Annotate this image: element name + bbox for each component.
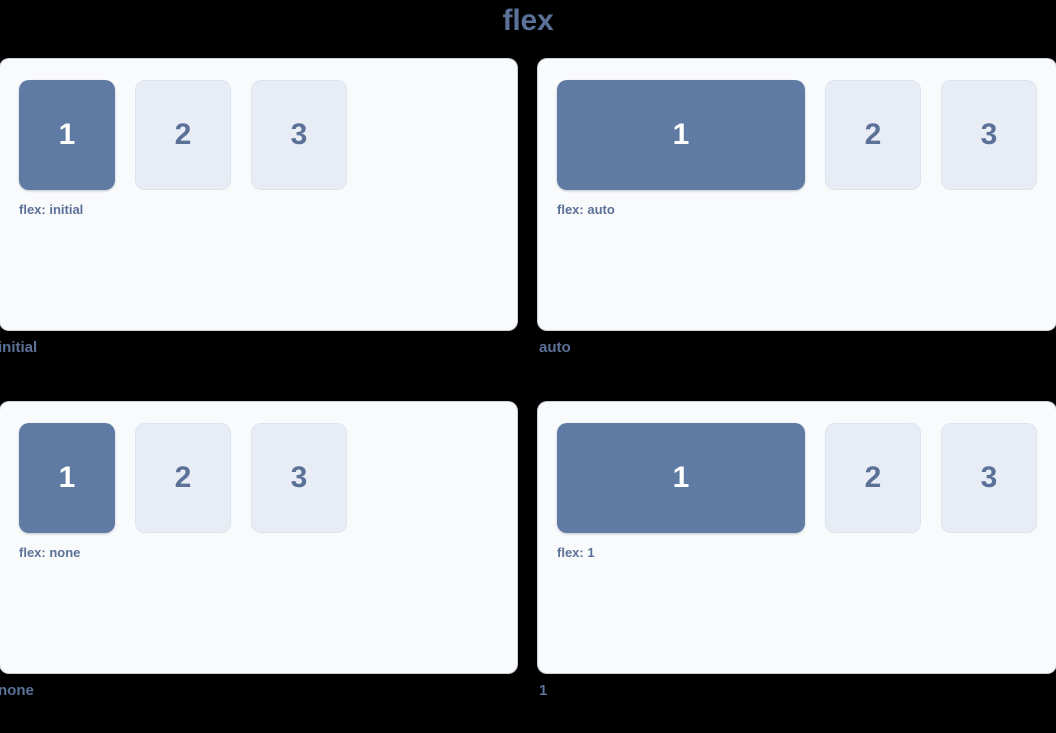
- panel-inner: 1 2 3 flex: initial: [19, 80, 517, 330]
- demo-cell-one: 1 2 3 flex: 1 1: [538, 402, 1056, 701]
- panel-flex-label: flex: initial: [19, 202, 84, 217]
- flex-box-2[interactable]: 2: [825, 80, 921, 190]
- flex-box-2[interactable]: 2: [135, 423, 231, 533]
- panel-inner: 1 2 3 flex: auto: [557, 80, 1056, 330]
- panel-caption-auto: auto: [539, 339, 571, 356]
- flex-row-one: 1 2 3: [557, 423, 1056, 533]
- panel-caption-none: none: [0, 682, 34, 699]
- flex-box-1[interactable]: 1: [557, 80, 805, 190]
- flex-box-label: 2: [174, 118, 192, 151]
- flex-box-3[interactable]: 3: [251, 423, 347, 533]
- flex-box-1[interactable]: 1: [19, 80, 115, 190]
- flex-row-auto: 1 2 3: [557, 80, 1056, 190]
- panel-initial: 1 2 3 flex: initial: [0, 59, 517, 330]
- demo-grid: 1 2 3 flex: initial initial: [0, 59, 1056, 701]
- panel-none: 1 2 3 flex: none: [0, 402, 517, 673]
- flex-row-none: 1 2 3: [19, 423, 517, 533]
- flex-box-2[interactable]: 2: [825, 423, 921, 533]
- flex-box-label: 3: [290, 118, 308, 151]
- flex-box-label: 1: [672, 118, 690, 151]
- flex-box-label: 3: [980, 461, 998, 494]
- flex-box-3[interactable]: 3: [251, 80, 347, 190]
- flex-row-initial: 1 2 3: [19, 80, 517, 190]
- flex-box-label: 1: [672, 461, 690, 494]
- panel-flex-label: flex: 1: [557, 545, 595, 560]
- panel-inner: 1 2 3 flex: 1: [557, 423, 1056, 673]
- flex-box-3[interactable]: 3: [941, 423, 1037, 533]
- flex-box-1[interactable]: 1: [19, 423, 115, 533]
- flex-box-2[interactable]: 2: [135, 80, 231, 190]
- panel-flex-label: flex: none: [19, 545, 81, 560]
- flex-box-label: 3: [290, 461, 308, 494]
- flex-box-label: 2: [174, 461, 192, 494]
- page-title: flex: [502, 4, 554, 37]
- panel-one: 1 2 3 flex: 1: [538, 402, 1056, 673]
- flex-box-label: 3: [980, 118, 998, 151]
- panel-caption-one: 1: [539, 682, 548, 699]
- flex-box-3[interactable]: 3: [941, 80, 1037, 190]
- panel-flex-label: flex: auto: [557, 202, 615, 217]
- panel-auto: 1 2 3 flex: auto: [538, 59, 1056, 330]
- demo-cell-none: 1 2 3 flex: none none: [0, 402, 517, 701]
- panel-inner: 1 2 3 flex: none: [19, 423, 517, 673]
- flex-box-label: 1: [58, 118, 76, 151]
- flex-box-label: 2: [864, 461, 882, 494]
- flex-box-label: 2: [864, 118, 882, 151]
- demo-cell-auto: 1 2 3 flex: auto auto: [538, 59, 1056, 358]
- flex-box-label: 1: [58, 461, 76, 494]
- panel-caption-initial: initial: [0, 339, 38, 356]
- flex-box-1[interactable]: 1: [557, 423, 805, 533]
- demo-cell-initial: 1 2 3 flex: initial initial: [0, 59, 517, 358]
